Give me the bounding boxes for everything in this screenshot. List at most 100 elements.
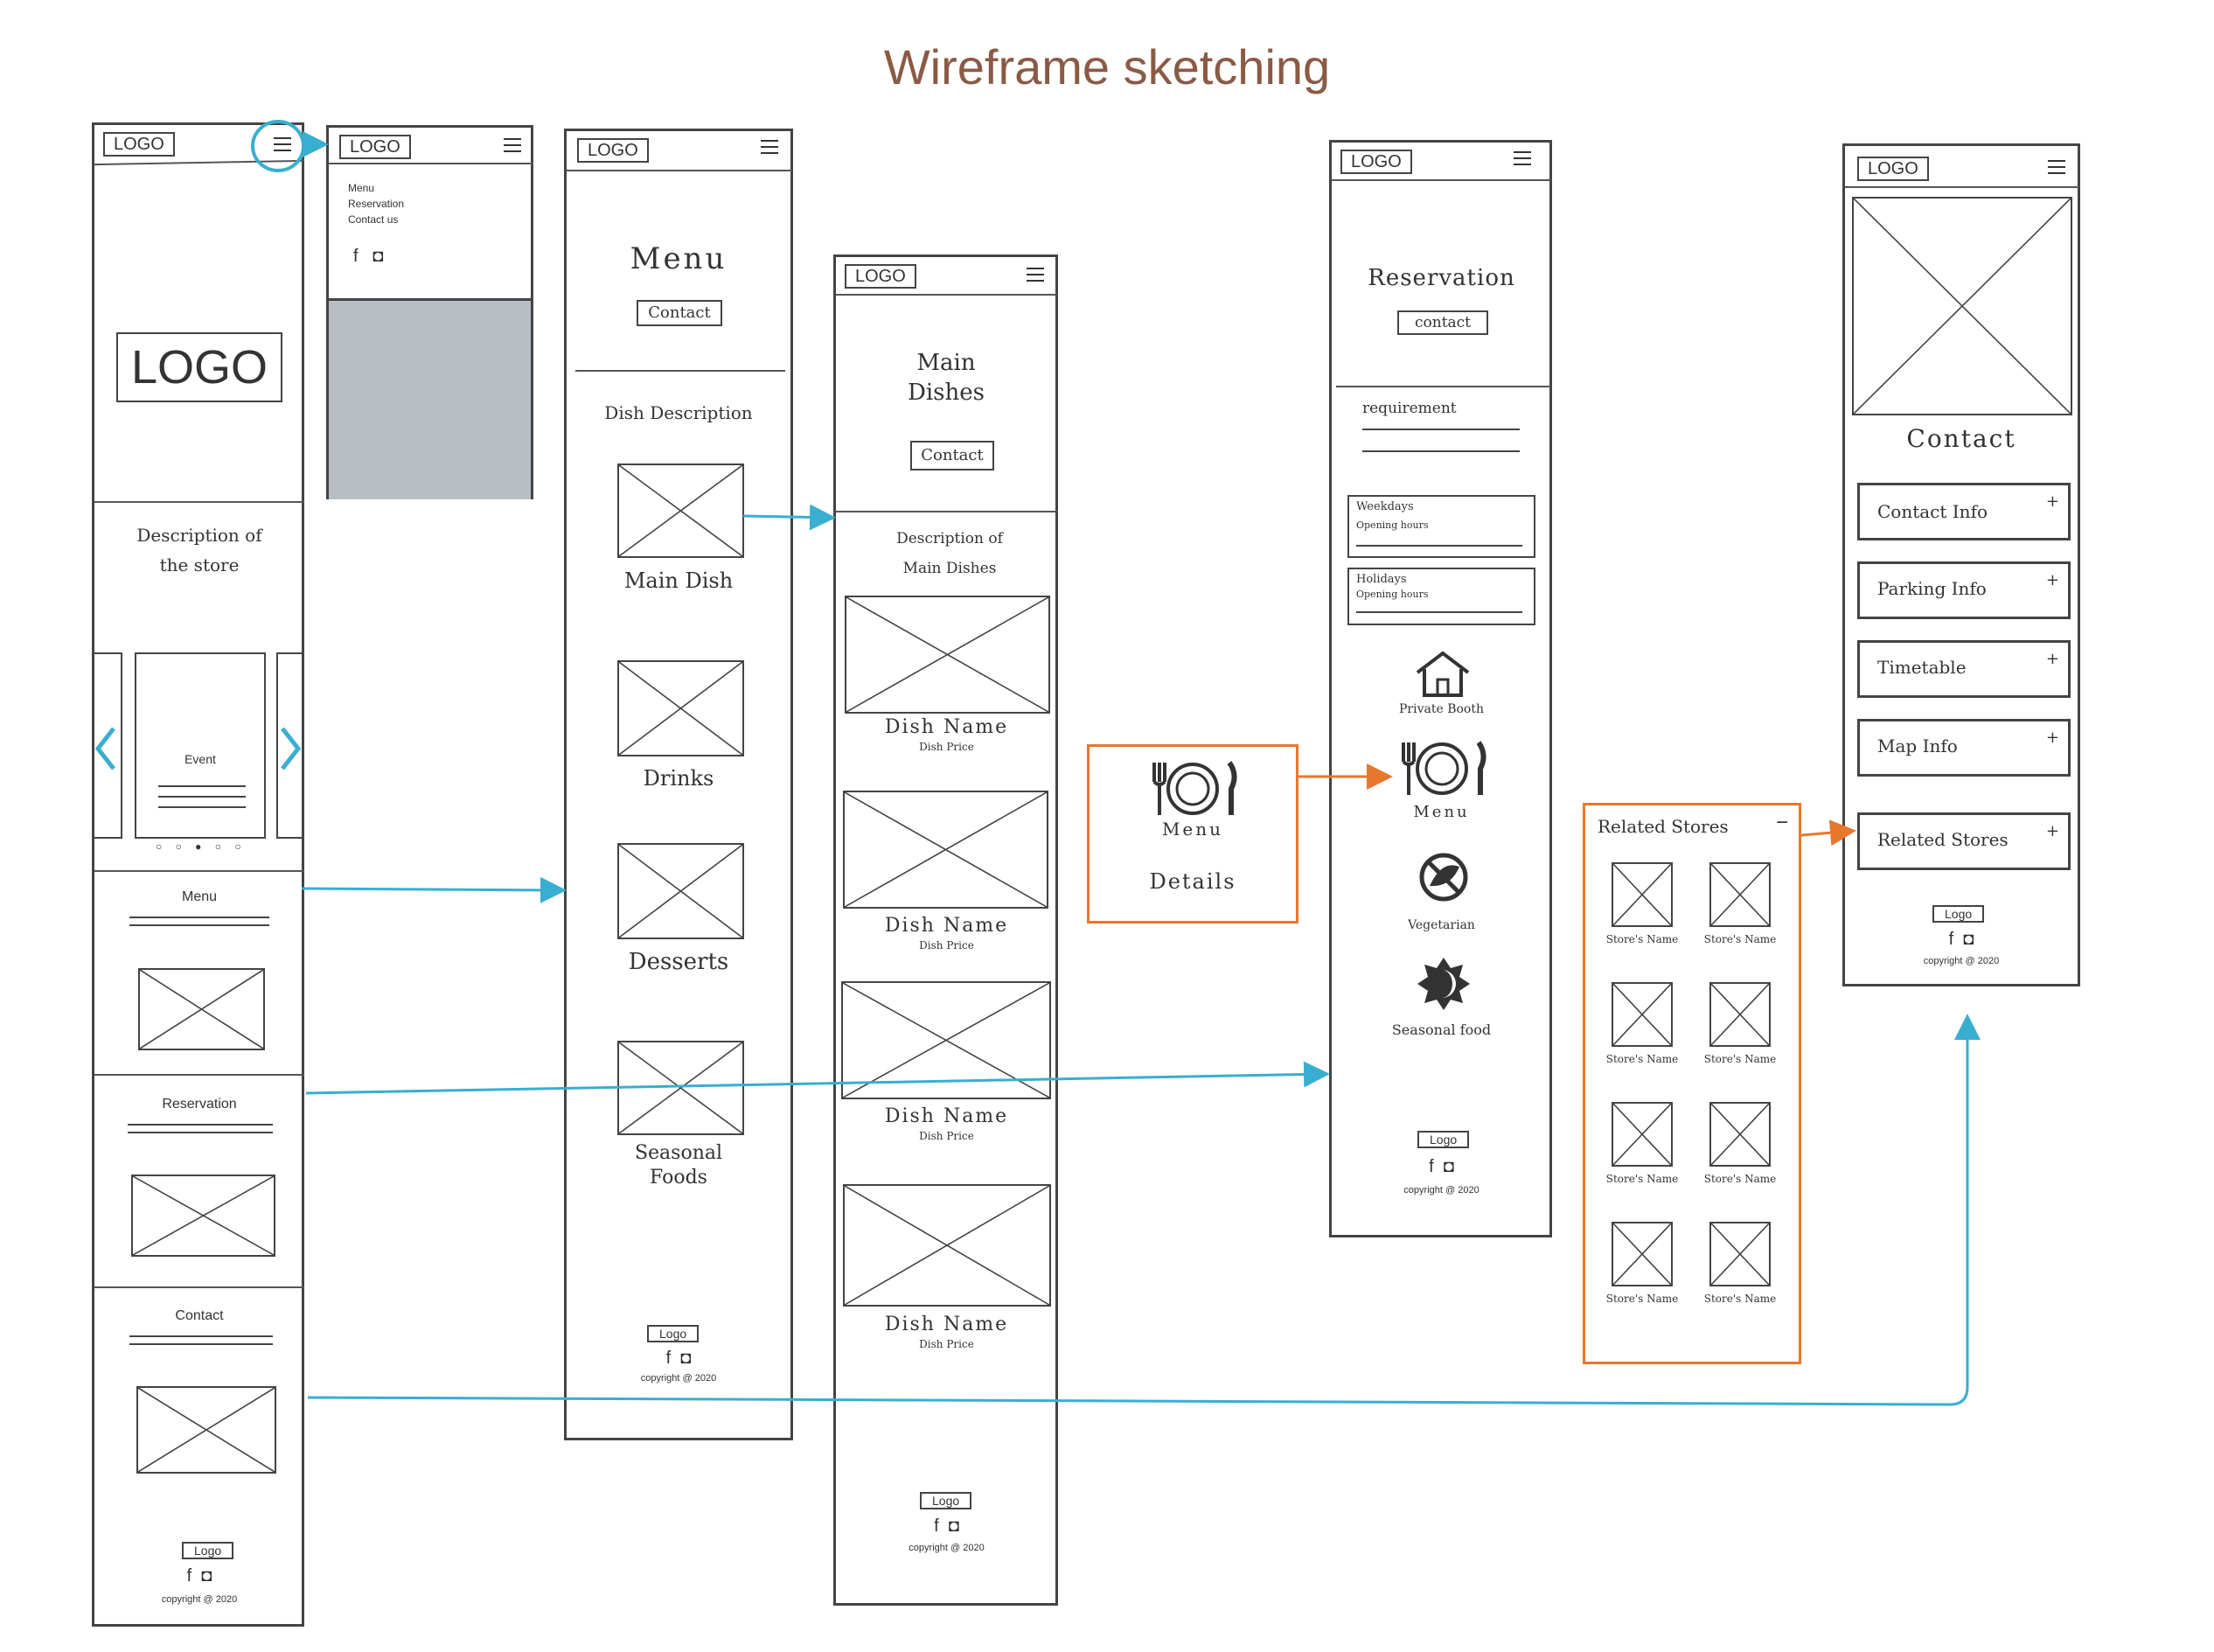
store-name[interactable]: Store's Name (1703, 933, 1777, 945)
store-name[interactable]: Store's Name (1605, 1053, 1679, 1065)
store-name[interactable]: Store's Name (1605, 1173, 1679, 1185)
home-section-reservation[interactable]: Reservation (162, 1097, 237, 1112)
seasonal-food-icon[interactable] (1416, 956, 1472, 1012)
home-footer-logo[interactable]: Logo (182, 1542, 234, 1559)
accordion-contact-info[interactable]: Contact Info + (1857, 483, 2071, 540)
plus-icon[interactable]: + (2045, 650, 2059, 668)
hamburger-icon[interactable] (761, 140, 778, 154)
facebook-icon[interactable]: f (1948, 930, 1954, 949)
contact-social-icons[interactable]: f ◘ (1845, 930, 2078, 950)
hamburger-icon[interactable] (1514, 151, 1531, 165)
menu-item-image-main[interactable] (617, 464, 744, 558)
reservation-social-icons[interactable]: f ◘ (1332, 1157, 1551, 1177)
plate-cutlery-icon[interactable] (1391, 737, 1493, 800)
accordion-related-stores[interactable]: Related Stores + (1857, 812, 2071, 870)
home-section-contact[interactable]: Contact (175, 1308, 224, 1323)
store-name[interactable]: Store's Name (1605, 933, 1679, 945)
collapse-icon[interactable]: − (1776, 811, 1789, 834)
main-dishes-contact-button[interactable]: Contact (910, 441, 994, 471)
dish-name-3[interactable]: Dish Name (884, 1105, 1009, 1127)
store-image[interactable] (1612, 1102, 1673, 1167)
dish-image-2[interactable] (843, 791, 1048, 909)
plus-icon[interactable]: + (2045, 822, 2059, 840)
accordion-label: Contact Info (1877, 501, 1988, 522)
menu-item-seasonal[interactable]: Seasonal Foods (634, 1142, 723, 1188)
instagram-icon[interactable]: ◘ (201, 1566, 212, 1586)
reservation-contact-button[interactable]: contact (1397, 310, 1488, 335)
menu-item-desserts[interactable]: Desserts (628, 949, 729, 975)
nav-overlay[interactable] (329, 298, 531, 499)
hamburger-icon[interactable] (1027, 268, 1044, 282)
instagram-icon[interactable]: ◘ (680, 1349, 692, 1368)
hours-label: Opening hours (1356, 589, 1429, 600)
accordion-timetable[interactable]: Timetable + (1857, 640, 2071, 698)
social-icons[interactable]: f ◘ (94, 1566, 304, 1586)
dish-name-1[interactable]: Dish Name (884, 716, 1009, 738)
house-icon[interactable] (1412, 650, 1473, 699)
instagram-icon[interactable]: ◘ (372, 247, 384, 266)
menu-item-image-desserts[interactable] (617, 843, 744, 939)
store-image[interactable] (1709, 862, 1771, 927)
store-image[interactable] (1612, 1222, 1673, 1286)
menu-item-drinks[interactable]: Drinks (643, 766, 714, 791)
contact-footer-logo[interactable]: Logo (1932, 905, 1985, 923)
store-image[interactable] (1709, 1102, 1771, 1167)
nav-item-menu[interactable]: Menu (348, 182, 375, 194)
main-dishes-logo[interactable]: LOGO (845, 264, 916, 289)
home-logo-small[interactable]: LOGO (103, 132, 175, 157)
nav-item-reservation[interactable]: Reservation (348, 198, 405, 210)
hours-holidays[interactable]: Holidays Opening hours (1347, 568, 1535, 625)
instagram-icon[interactable]: ◘ (1443, 1157, 1454, 1176)
instagram-icon[interactable]: ◘ (1963, 930, 1974, 949)
menu-footer-logo[interactable]: Logo (647, 1325, 700, 1342)
menu-frame: LOGO Menu Contact Dish Description Main … (564, 129, 793, 1440)
main-dishes-social-icons[interactable]: f ◘ (836, 1516, 1057, 1537)
reservation-footer-logo[interactable]: Logo (1417, 1131, 1470, 1148)
plus-icon[interactable]: + (2045, 571, 2059, 589)
store-name[interactable]: Store's Name (1605, 1293, 1679, 1305)
store-image[interactable] (1709, 982, 1771, 1047)
main-dishes-footer-logo[interactable]: Logo (920, 1492, 972, 1509)
carousel-dots[interactable]: ○ ○ ● ○ ○ (156, 840, 247, 853)
menu-social-icons[interactable]: f ◘ (567, 1349, 790, 1369)
menu-item-image-seasonal[interactable] (617, 1041, 744, 1135)
store-name[interactable]: Store's Name (1703, 1293, 1777, 1305)
nav-logo[interactable]: LOGO (339, 135, 411, 159)
contact-logo[interactable]: LOGO (1857, 157, 1929, 181)
store-image[interactable] (1612, 982, 1673, 1047)
plus-icon[interactable]: + (2045, 728, 2059, 747)
menu-item-main[interactable]: Main Dish (623, 568, 734, 593)
menu-contact-button[interactable]: Contact (637, 300, 722, 326)
hamburger-icon[interactable] (504, 138, 521, 152)
hamburger-icon[interactable] (2048, 160, 2065, 174)
vegetarian-icon[interactable] (1417, 851, 1470, 903)
hamburger-icon[interactable] (274, 137, 291, 151)
nav-social-icons[interactable]: f ◘ (353, 247, 383, 267)
facebook-icon[interactable]: f (665, 1349, 672, 1368)
plus-icon[interactable]: + (2045, 492, 2059, 511)
facebook-icon[interactable]: f (186, 1566, 192, 1586)
nav-item-contact[interactable]: Contact us (348, 213, 399, 226)
placeholder-x-icon (843, 983, 1049, 1098)
store-name[interactable]: Store's Name (1703, 1053, 1777, 1065)
dish-image-4[interactable] (843, 1184, 1051, 1307)
store-image[interactable] (1612, 862, 1673, 927)
hours-weekdays[interactable]: Weekdays Opening hours (1347, 495, 1535, 558)
facebook-icon[interactable]: f (934, 1516, 939, 1536)
diagram-title: Wireframe sketching (883, 39, 1331, 94)
instagram-icon[interactable]: ◘ (948, 1516, 959, 1536)
facebook-icon[interactable]: f (353, 247, 359, 266)
reservation-logo[interactable]: LOGO (1340, 150, 1412, 174)
facebook-icon[interactable]: f (1429, 1157, 1434, 1176)
dish-image-3[interactable] (841, 981, 1051, 1099)
dish-image-1[interactable] (845, 596, 1050, 714)
accordion-map-info[interactable]: Map Info + (1857, 719, 2071, 777)
menu-item-image-drinks[interactable] (617, 660, 744, 756)
home-section-menu[interactable]: Menu (181, 889, 218, 904)
accordion-parking-info[interactable]: Parking Info + (1857, 561, 2071, 619)
dish-name-2[interactable]: Dish Name (884, 915, 1009, 937)
store-image[interactable] (1709, 1222, 1771, 1286)
menu-logo[interactable]: LOGO (577, 138, 649, 163)
dish-name-4[interactable]: Dish Name (884, 1314, 1009, 1335)
store-name[interactable]: Store's Name (1703, 1173, 1777, 1185)
